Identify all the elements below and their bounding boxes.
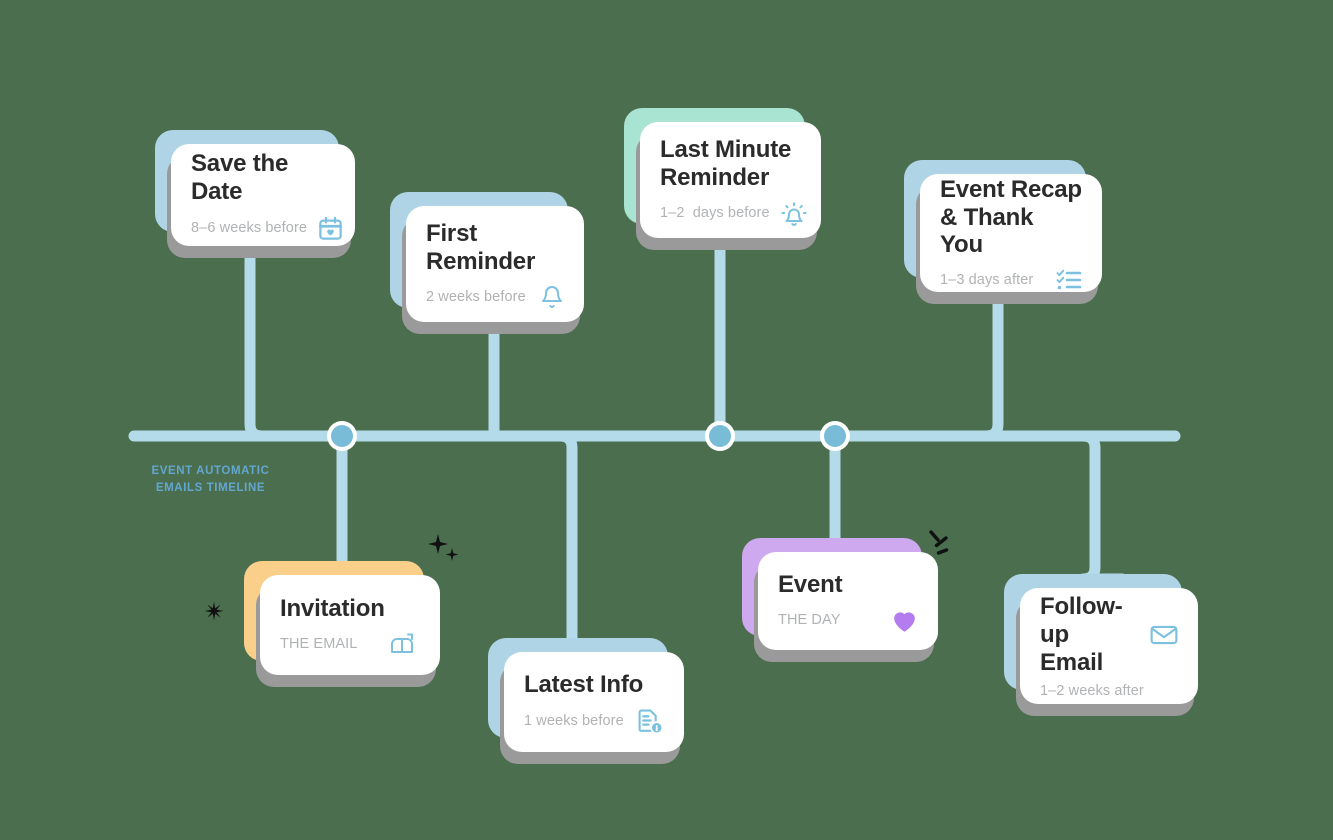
card-event-recap-thank-you[interactable]: Event Recap & Thank You 1–3 days after xyxy=(904,160,1102,304)
card-title-row: Follow-up Email xyxy=(1040,593,1178,676)
card-subtitle: 1–3 days after xyxy=(940,272,1034,289)
mailbox-icon xyxy=(390,631,420,657)
card-face: Follow-up Email 1–2 weeks after xyxy=(1020,588,1198,704)
card-title: Latest Info xyxy=(524,671,644,699)
four-point-sparkle-icon xyxy=(428,534,460,564)
connector-save-the-date xyxy=(244,229,268,442)
timeline-label: Event Automatic Emails Timeline xyxy=(151,465,270,495)
card-invitation[interactable]: Invitation The Email xyxy=(244,561,440,687)
card-title: First Reminder xyxy=(426,219,536,275)
card-last-minute-reminder[interactable]: Last Minute Reminder 1–2 days before xyxy=(624,108,821,250)
timeline-dot-2-fill xyxy=(709,425,731,447)
connector-follow-up-email xyxy=(1077,430,1128,585)
card-subtitle: 2 weeks before xyxy=(426,289,526,306)
card-latest-info[interactable]: Latest Info 1 weeks before xyxy=(488,638,684,764)
card-subrow: 1–3 days after xyxy=(940,268,1082,292)
card-event[interactable]: Event The Day xyxy=(742,538,938,662)
card-face: Event Recap & Thank You 1–3 days after xyxy=(920,174,1102,292)
card-face: Save the Date 8–6 weeks before xyxy=(171,144,355,246)
card-title: Follow-up Email xyxy=(1040,593,1123,676)
card-title: Event xyxy=(778,571,843,599)
card-subrow: 1 weeks before xyxy=(524,708,664,735)
timeline-dot-1-fill xyxy=(331,425,353,447)
connector-latest-info xyxy=(554,430,578,649)
card-face: Latest Info 1 weeks before xyxy=(504,652,684,752)
card-subtitle: 1–2 weeks after xyxy=(1040,682,1144,699)
card-subrow: 8–6 weeks before xyxy=(191,215,343,242)
card-subrow: The Email xyxy=(280,631,420,657)
card-face: Invitation The Email xyxy=(260,575,440,675)
bell-ringing-icon xyxy=(780,200,808,227)
card-subtitle: The Day xyxy=(778,612,841,629)
card-subtitle: 8–6 weeks before xyxy=(191,220,308,237)
card-follow-up-email[interactable]: Follow-up Email 1–2 weeks after xyxy=(1004,574,1198,716)
card-title: Invitation xyxy=(280,594,385,622)
card-subrow: 1–2 weeks after xyxy=(1040,683,1178,699)
excitement-dashes-icon xyxy=(922,526,962,562)
checklist-icon xyxy=(1056,268,1082,292)
card-subrow: 1–2 days before xyxy=(660,200,807,227)
card-save-the-date[interactable]: Save the Date 8–6 weeks before xyxy=(155,130,355,258)
card-subtitle: 1 weeks before xyxy=(524,713,624,730)
star-burst-icon xyxy=(204,601,224,621)
card-subtitle: 1–2 days before xyxy=(660,205,770,222)
bell-icon xyxy=(540,284,564,310)
card-face: Last Minute Reminder 1–2 days before xyxy=(640,122,821,238)
timeline-dot-3-fill xyxy=(824,425,846,447)
card-subrow: 2 weeks before xyxy=(426,284,564,310)
card-face: First Reminder 2 weeks before xyxy=(406,206,584,322)
calendar-heart-icon xyxy=(317,215,344,242)
card-face: Event The Day xyxy=(758,552,938,650)
timeline-dot-group xyxy=(327,421,850,451)
card-title: Last Minute Reminder xyxy=(660,135,792,191)
heart-icon xyxy=(891,608,918,633)
connector-event-recap xyxy=(980,276,1004,442)
card-subrow: The Day xyxy=(778,608,918,633)
card-title: Save the Date xyxy=(191,150,289,205)
card-first-reminder[interactable]: First Reminder 2 weeks before xyxy=(390,192,584,334)
envelope-icon xyxy=(1150,624,1178,646)
document-info-icon xyxy=(637,708,664,735)
card-subtitle: The Email xyxy=(280,636,358,653)
card-title: Event Recap & Thank You xyxy=(940,175,1082,259)
